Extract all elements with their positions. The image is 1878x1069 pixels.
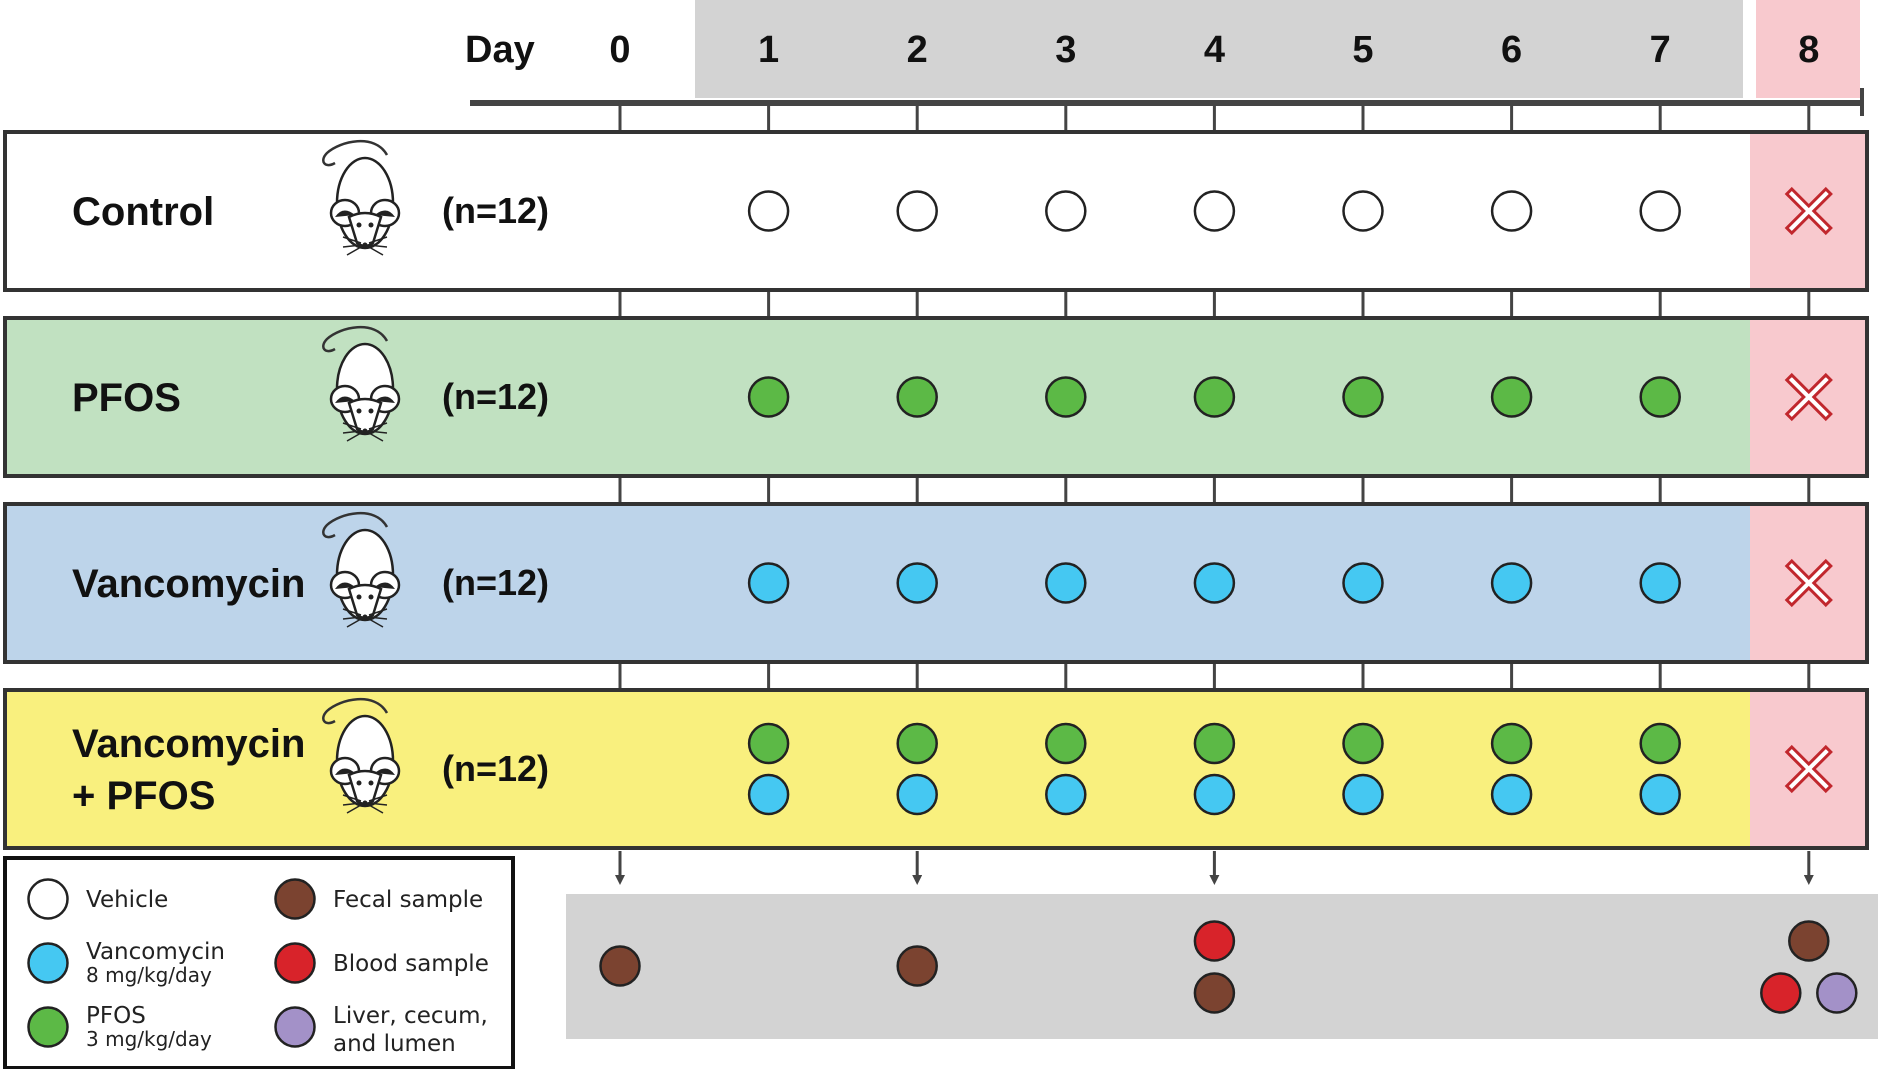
vehicle-dose-marker (1045, 190, 1087, 232)
group-row: Control (n=12) (3, 130, 1869, 292)
day-label-5: 5 (1352, 29, 1373, 71)
pfos-dose-marker (1342, 722, 1384, 765)
day-label-6: 6 (1501, 29, 1522, 71)
pfos-dose-marker (896, 722, 938, 765)
vehicle-dose-marker (747, 190, 790, 232)
group-row-border (3, 688, 1869, 850)
pfos-dose-marker (1045, 376, 1087, 418)
fecal-sample-marker (896, 945, 938, 987)
vancomycin-dose-marker (1045, 773, 1087, 816)
legend-vancomycin-dose: 8 mg/kg/day (86, 963, 212, 987)
group-row-border (3, 130, 1869, 292)
group-rows: Control(n=12)PFOS(n=12)Vancomycin(n=12)V… (3, 130, 1869, 850)
vancomycin-dose-marker (1490, 562, 1533, 604)
legend-fecal-label: Fecal sample (333, 887, 483, 913)
legend-vancomycin-label: Vancomycin (86, 939, 225, 965)
group-size-label: (n=12) (442, 748, 549, 789)
group-row-background (5, 690, 1867, 848)
vancomycin-dose-marker (896, 562, 938, 604)
group-label: + PFOS (72, 774, 215, 818)
day-label-4: 4 (1204, 29, 1225, 71)
vancomycin-dose-marker (1193, 773, 1236, 816)
group-row-border (3, 316, 1869, 478)
vancomycin-dose-marker (1639, 562, 1681, 604)
vancomycin-dose-marker (1490, 773, 1533, 816)
vancomycin-dose-marker (1193, 562, 1236, 604)
pfos-dose-marker (1490, 376, 1533, 418)
legend-blood-swatch (274, 942, 316, 984)
day-label-8: 8 (1798, 29, 1819, 71)
timeline-connectors (618, 106, 1811, 690)
legend-tissue-swatch (274, 1006, 316, 1048)
legend-blood-label: Blood sample (333, 951, 489, 977)
vancomycin-dose-marker (1342, 773, 1384, 816)
group-label: Control (72, 190, 214, 234)
day-label-3: 3 (1055, 29, 1076, 71)
tissue-sample-marker (1816, 972, 1858, 1014)
vehicle-dose-marker (1490, 190, 1533, 232)
day-label-0: 0 (609, 29, 630, 71)
group-label: PFOS (72, 376, 181, 420)
vancomycin-dose-marker (747, 773, 790, 816)
legend-box (3, 856, 515, 1069)
sampling-panel (566, 851, 1878, 1039)
legend-pfos-dose: 3 mg/kg/day (86, 1027, 212, 1051)
pfos-dose-marker (747, 376, 790, 418)
pfos-dose-marker (896, 376, 938, 418)
blood-sample-marker (1193, 920, 1236, 962)
day-label-1: 1 (758, 29, 779, 71)
pfos-dose-marker (1490, 722, 1533, 765)
group-size-label: (n=12) (442, 376, 549, 417)
vehicle-dose-marker (1342, 190, 1384, 232)
vehicle-dose-marker (896, 190, 938, 232)
day-label-7: 7 (1650, 29, 1671, 71)
group-row: PFOS (n=12) (3, 316, 1869, 478)
pfos-dose-marker (1342, 376, 1384, 418)
pfos-dose-marker (1639, 376, 1681, 418)
legend-vehicle-swatch (27, 878, 69, 920)
legend-pfos-swatch (27, 1006, 69, 1048)
pfos-dose-marker (1045, 722, 1087, 765)
group-row-border (3, 502, 1869, 664)
pfos-dose-marker (747, 722, 790, 765)
group-size-label: (n=12) (442, 190, 549, 231)
legend-vancomycin-swatch (27, 942, 69, 984)
legend-pfos-label: PFOS (86, 1003, 146, 1029)
vancomycin-dose-marker (1342, 562, 1384, 604)
treatment-period-band (695, 0, 1743, 98)
pfos-dose-marker (1193, 722, 1236, 765)
group-row: Vancomycin (n=12) (3, 502, 1869, 664)
legend-fecal-swatch (274, 878, 316, 920)
group-size-label: (n=12) (442, 562, 549, 603)
day-heading: Day (465, 29, 535, 71)
vancomycin-dose-marker (1639, 773, 1681, 816)
pfos-dose-marker (1639, 722, 1681, 765)
group-row: Vancomycin + PFOS (n=12) (3, 688, 1869, 850)
endpoint-day-header-band (1756, 0, 1860, 98)
blood-sample-marker (1760, 972, 1802, 1014)
pfos-dose-marker (1193, 376, 1236, 418)
fecal-sample-marker (599, 945, 641, 987)
group-label: Vancomycin (72, 562, 305, 606)
fecal-sample-marker (1193, 972, 1236, 1014)
vancomycin-dose-marker (747, 562, 790, 604)
day-labels: 0 1 2 3 4 5 6 7 8 (609, 29, 1819, 71)
vehicle-dose-marker (1193, 190, 1236, 232)
legend-tissue-label: Liver, cecum, (333, 1003, 488, 1029)
day-label-2: 2 (907, 29, 928, 71)
legend-vehicle-label: Vehicle (86, 887, 168, 913)
vancomycin-dose-marker (896, 773, 938, 816)
legend-tissue-label-line2: and lumen (333, 1031, 456, 1057)
sampling-band (566, 894, 1878, 1039)
group-label: Vancomycin (72, 722, 305, 766)
fecal-sample-marker (1788, 920, 1830, 962)
vehicle-dose-marker (1639, 190, 1681, 232)
vancomycin-dose-marker (1045, 562, 1087, 604)
